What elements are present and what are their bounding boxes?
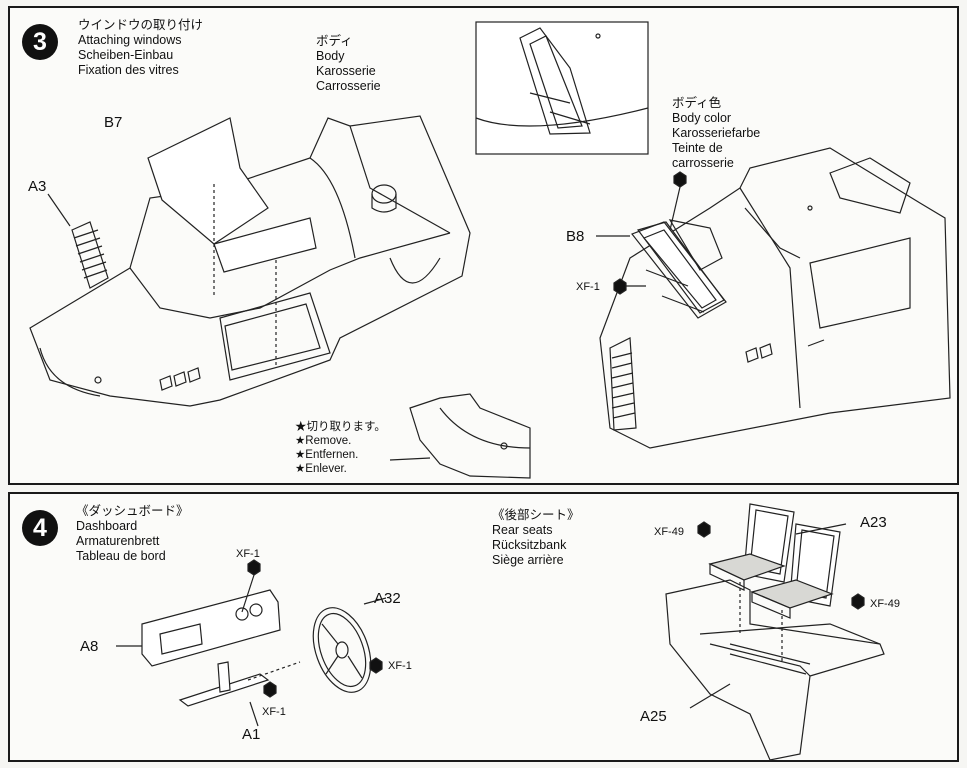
step-3-illustration bbox=[29, 21, 951, 479]
a1-steering-column-part bbox=[178, 661, 301, 727]
label-xf1-right: XF-1 bbox=[388, 660, 412, 672]
body-color-de: Karosseriefarbe bbox=[672, 126, 761, 140]
step-4-panel: 4 《ダッシュボード》 Dashboard Armaturenbrett Tab… bbox=[8, 492, 959, 762]
label-xf49-right: XF-49 bbox=[870, 598, 900, 610]
step-number-4: 4 bbox=[22, 510, 58, 546]
label-xf1-bottom: XF-1 bbox=[262, 706, 286, 718]
xf1-marker-right bbox=[369, 657, 383, 674]
step-4-illustration bbox=[116, 503, 885, 761]
a32-steering-wheel-part bbox=[312, 597, 387, 693]
part-label-b8: B8 bbox=[566, 228, 585, 245]
remove-ja: ★切り取ります。 bbox=[295, 421, 386, 433]
detail-inset bbox=[475, 21, 649, 155]
part-label-a3: A3 bbox=[28, 178, 47, 195]
rear-title-ja: 《後部シート》 bbox=[492, 508, 580, 522]
title-de: Scheiben-Einbau bbox=[78, 48, 174, 62]
body-color-fr-2: carrosserie bbox=[672, 156, 734, 170]
remove-detail bbox=[389, 393, 531, 479]
dashboard-title-ja: 《ダッシュボード》 bbox=[76, 504, 189, 518]
truck-cab bbox=[599, 147, 951, 449]
body-label-ja: ボディ bbox=[316, 34, 353, 48]
step-3-title: ウインドウの取り付け Attaching windows Scheiben-Ei… bbox=[78, 18, 203, 78]
rear-title-en: Rear seats bbox=[492, 523, 553, 537]
part-label-xf1: XF-1 bbox=[576, 281, 600, 293]
step-3-panel: 3 ウインドウの取り付け Attaching windows Scheiben-… bbox=[8, 6, 959, 485]
body-color-fr-1: Teinte de bbox=[672, 141, 723, 155]
label-xf49-left: XF-49 bbox=[654, 526, 684, 538]
a25-rear-body-part bbox=[665, 579, 885, 761]
label-xf1-top: XF-1 bbox=[236, 548, 260, 560]
step-number-3: 3 bbox=[22, 24, 58, 60]
body-color-paint-marker bbox=[673, 171, 687, 188]
part-label-a1: A1 bbox=[242, 726, 261, 743]
body-color-en: Body color bbox=[672, 111, 732, 125]
part-label-a32: A32 bbox=[374, 590, 401, 607]
body-color-ja: ボディ色 bbox=[672, 96, 722, 110]
dashboard-title: 《ダッシュボード》 Dashboard Armaturenbrett Table… bbox=[76, 504, 189, 564]
body-label-de: Karosserie bbox=[316, 64, 376, 78]
b8-window-part bbox=[596, 219, 727, 319]
a23-rear-seat-parts bbox=[708, 503, 841, 664]
title-en: Attaching windows bbox=[78, 33, 182, 47]
rear-seats-title: 《後部シート》 Rear seats Rücksitzbank Siège ar… bbox=[492, 508, 580, 568]
remove-fr: ★Enlever. bbox=[295, 463, 347, 475]
body-label: ボディ Body Karosserie Carrosserie bbox=[316, 34, 381, 94]
dashboard-title-fr: Tableau de bord bbox=[76, 549, 166, 563]
body-label-en: Body bbox=[316, 49, 345, 63]
part-label-b7: B7 bbox=[104, 114, 123, 131]
rear-title-de: Rücksitzbank bbox=[492, 538, 567, 552]
xf49-marker-right bbox=[851, 593, 865, 610]
title-fr: Fixation des vitres bbox=[78, 63, 179, 77]
a8-dashboard-part bbox=[116, 589, 281, 667]
xf1-marker-top bbox=[247, 559, 261, 576]
xf49-marker-left bbox=[697, 521, 711, 538]
body-color-label: ボディ色 Body color Karosseriefarbe Teinte d… bbox=[672, 96, 760, 171]
rear-title-fr: Siège arrière bbox=[492, 553, 564, 567]
dashboard-title-en: Dashboard bbox=[76, 519, 138, 533]
remove-en: ★Remove. bbox=[295, 435, 352, 447]
remove-label: ★切り取ります。 ★Remove. ★Entfernen. ★Enlever. bbox=[295, 420, 386, 476]
remove-de: ★Entfernen. bbox=[295, 449, 359, 461]
part-label-a25: A25 bbox=[640, 708, 667, 725]
xf1-paint-marker bbox=[613, 278, 627, 295]
xf1-marker-bottom bbox=[263, 681, 277, 698]
body-label-fr: Carrosserie bbox=[316, 79, 381, 93]
title-ja: ウインドウの取り付け bbox=[78, 18, 204, 32]
part-label-a23: A23 bbox=[860, 514, 887, 531]
b7-windshield-part bbox=[147, 117, 317, 368]
dashboard-title-de: Armaturenbrett bbox=[76, 534, 160, 548]
a3-grille-part bbox=[47, 193, 109, 289]
part-label-a8: A8 bbox=[80, 638, 99, 655]
